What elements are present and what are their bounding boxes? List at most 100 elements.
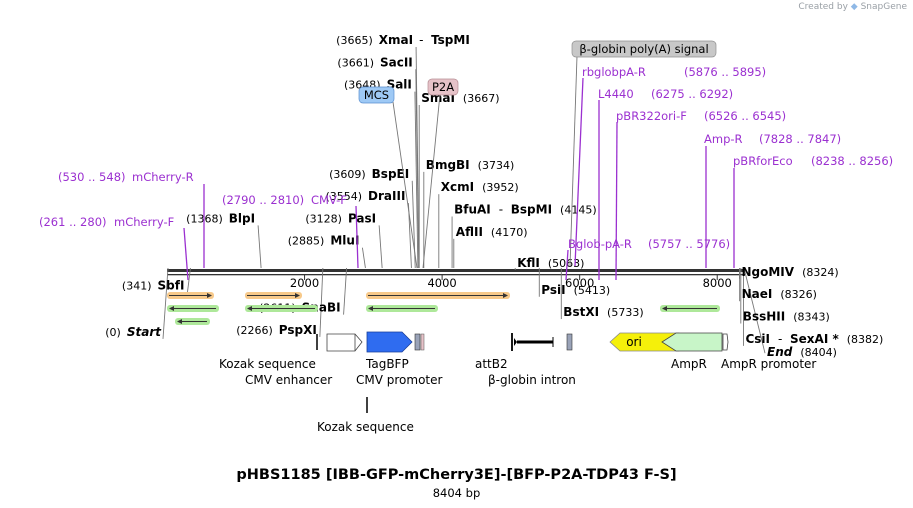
primer-name-mcherry-r: mCherry-R [132,170,194,184]
cmv-enhancer-arrow[interactable] [326,333,363,352]
site-pos-bmgbi: (3734) [478,159,515,172]
site-naei[interactable]: NaeI(8326) [742,287,817,301]
site-draiii[interactable]: DraIII(3554) [325,189,405,203]
snapgene-logo-icon: ◆ [850,2,858,12]
ampr-promoter-arrow[interactable] [722,333,729,351]
primer-range-rbglobpa-r: (5876 .. 5895) [684,65,766,79]
site-pos-mlui: (2885) [288,235,325,248]
site-line-mlui [361,247,366,269]
site-xcmi[interactable]: XcmI(3952) [441,180,519,194]
site-name-pasi: PasI [348,211,376,225]
p2a-label[interactable]: P2A [427,78,459,96]
end-line [743,267,766,354]
primer-name-pbrforeco: pBRforEco [733,154,793,168]
site-pos-bfuai: (4145) [560,203,597,216]
ampr-label: AmpR [671,357,707,371]
site-bspei[interactable]: BspEI(3609) [329,167,409,181]
site-xmai[interactable]: XmaI(3665)-TspMI [336,33,470,47]
site-pos-ngomiv: (8324) [802,266,839,279]
site-name-mlui: MluI [330,234,359,248]
ampr-promoter-label: AmpR promoter [721,357,816,371]
site-bfuai[interactable]: BfuAI-BspMI(4145) [454,202,597,216]
site-mlui[interactable]: MluI (2885) [288,234,360,248]
site-name-naei: NaeI [742,287,773,301]
site-pasi[interactable]: PasI (3128) [305,211,376,225]
plasmid-title: pHBS1185 [IBB-GFP-mCherry3E]-[BFP-P2A-TD… [236,467,677,483]
site-name-bstxi: BstXI [563,305,599,319]
bglobin-intron-label: β-globin intron [488,373,576,387]
primer-name-l4440: L4440 [598,87,634,101]
tagbfp-label: TagBFP [365,357,409,371]
mcs-label[interactable]: MCS [358,86,395,104]
primer-lines [183,77,735,281]
site-bmgbi[interactable]: BmgBI(3734) [426,158,514,172]
features-row: ori [316,331,729,413]
site-line-sali [414,91,419,269]
site-name-kfli: KflI [517,256,540,270]
polya-block[interactable] [566,333,573,351]
site-ngomiv[interactable]: NgoMIV(8324) [741,265,838,279]
backbone-top-strand [167,269,745,272]
axis-tick-label-8000: 8000 [703,276,732,290]
site-csii[interactable]: CsiI-SexAI *(8382) [745,332,883,346]
site-line-pspxi [319,267,324,337]
primer-range-mcherry-f: (261 .. 280) [39,215,107,229]
p2a-block[interactable] [420,333,425,351]
site-pair-xmai: TspMI [431,33,470,47]
site-bstxi[interactable]: BstXI(5733) [563,305,643,319]
site-blpi[interactable]: BlpI(1368) [186,211,255,225]
site-kfli[interactable]: KflI(5063) [517,256,584,270]
primer-line-bglob-pa-r [565,249,569,281]
site-psii[interactable]: PsiI (5413) [541,283,610,297]
site-bsshii[interactable]: BssHII(8343) [743,310,830,324]
site-pos-psii: (5413) [574,284,611,297]
primer-range-amp-r: (7828 .. 7847) [759,132,841,146]
primer-name-amp-r: Amp-R [704,132,743,146]
primer-labels: (530 .. 548) mCherry-R (261 .. 280) mChe… [39,65,893,251]
primer-range-cmv-f: (2790 .. 2810) [222,193,304,207]
site-pspxi[interactable]: PspXI(2266) [236,323,317,337]
kozak-label-1: Kozak sequence [219,357,316,371]
site-pos-sacii: (3661) [337,56,374,69]
site-line-snabi [343,267,348,315]
ori-text: ori [626,335,642,349]
mcs-text: MCS [364,88,389,102]
primer-name-pbr322ori-f: pBR322ori-F [616,109,687,123]
site-pos-xcmi: (3952) [482,181,519,194]
primer-name-mcherry-f: mCherry-F [114,215,174,229]
bglobin-polya-label[interactable]: β-globin poly(A) signal [571,40,717,58]
attb2-label: attB2 [475,357,508,371]
plasmid-size: 8404 bp [432,486,481,500]
primer-range-l4440: (6275 .. 6292) [651,87,733,101]
site-sacii[interactable]: SacII (3661) [337,55,412,69]
site-sbfi[interactable]: SbfI(341) [122,278,185,292]
site-aflii[interactable]: AflII(4170) [456,225,528,239]
tagbfp-arrow[interactable] [366,331,413,353]
primer-line-mcherry-f [183,227,189,281]
site-pos-draiii: (3554) [325,190,362,203]
site-name-sacii: SacII [380,55,413,69]
site-pair-csii: SexAI * [790,332,839,346]
primer-line-rbglobpa-r [574,77,584,267]
site-pos-xmai: (3665) [336,34,373,47]
axis-tick-label-6000: 6000 [565,276,594,290]
site-name-sbfi: SbfI [158,278,185,292]
sequence-ends: Start(0)End(8404) [105,325,837,359]
attb2-arrow-icon [514,338,517,346]
site-pos-bsshii: (8343) [793,311,830,324]
site-pos-pasi: (3128) [305,212,342,225]
kozak-mark-2[interactable] [414,333,421,351]
bglobin-polya-text: β-globin poly(A) signal [579,42,708,56]
green-features [167,305,720,325]
start-line [162,267,169,339]
primer-range-pbrforeco: (8238 .. 8256) [811,154,893,168]
polya-line [569,55,578,267]
site-dash-csii: - [778,332,782,346]
p2a-text: P2A [432,80,454,94]
axis-tick-label-2000: 2000 [290,276,319,290]
site-name-psii: PsiI [541,283,565,297]
ampr-arrow[interactable] [661,332,723,352]
site-name-bfuai: BfuAI [454,202,491,216]
credit-text: Created by [798,2,848,12]
feature-row-labels: Kozak sequence CMV enhancer TagBFP CMV p… [219,357,816,434]
